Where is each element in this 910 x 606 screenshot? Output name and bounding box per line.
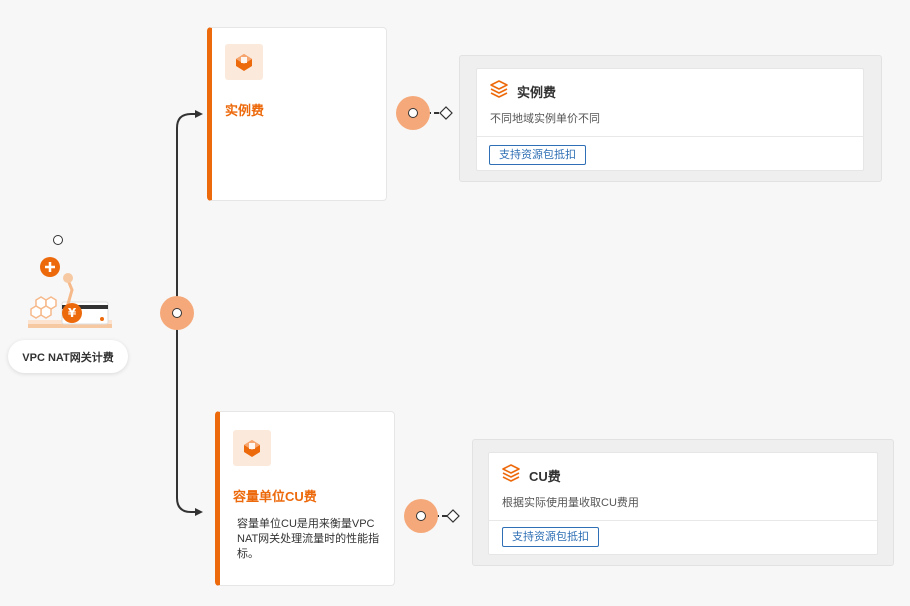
- fee-card-cu[interactable]: 容量单位CU费 容量单位CU是用来衡量VPC NAT网关处理流量时的性能指标。: [215, 411, 395, 586]
- detail-card: 实例费 不同地域实例单价不同 支持资源包抵扣: [476, 68, 864, 171]
- detail-description: 根据实际使用量收取CU费用: [502, 497, 639, 509]
- branch-hub-dot: [172, 308, 182, 318]
- diamond-cu: [446, 509, 460, 523]
- detail-panel-instance: 实例费 不同地域实例单价不同 支持资源包抵扣: [459, 55, 882, 182]
- svg-text:¥: ¥: [68, 306, 77, 320]
- diamond-instance: [439, 106, 453, 120]
- fee-title: 容量单位CU费: [233, 489, 317, 504]
- detail-connector-dot: [416, 511, 426, 521]
- layers-icon: [501, 463, 521, 488]
- branch-line-instance: [176, 110, 203, 313]
- divider: [477, 136, 863, 137]
- cube-icon: [233, 430, 271, 466]
- detail-panel-cu: CU费 根据实际使用量收取CU费用 支持资源包抵扣: [472, 439, 894, 566]
- detail-description: 不同地域实例单价不同: [490, 113, 600, 125]
- detail-title: 实例费: [517, 85, 557, 100]
- fee-card-instance[interactable]: 实例费: [207, 27, 387, 201]
- resource-package-tag[interactable]: 支持资源包抵扣: [502, 527, 599, 547]
- billing-illustration: ¥: [24, 250, 116, 334]
- detail-title: CU费: [529, 469, 561, 484]
- fee-title: 实例费: [225, 103, 265, 118]
- divider: [489, 520, 877, 521]
- root-node-label[interactable]: VPC NAT网关计费: [8, 340, 128, 373]
- fee-description: 容量单位CU是用来衡量VPC NAT网关处理流量时的性能指标。: [237, 518, 380, 560]
- detail-connector-dot: [408, 108, 418, 118]
- branch-line-cu: [176, 313, 203, 516]
- layers-icon: [489, 79, 509, 104]
- resource-package-tag[interactable]: 支持资源包抵扣: [489, 145, 586, 165]
- root-port: [53, 235, 63, 245]
- detail-card: CU费 根据实际使用量收取CU费用 支持资源包抵扣: [488, 452, 878, 555]
- cube-icon: [225, 44, 263, 80]
